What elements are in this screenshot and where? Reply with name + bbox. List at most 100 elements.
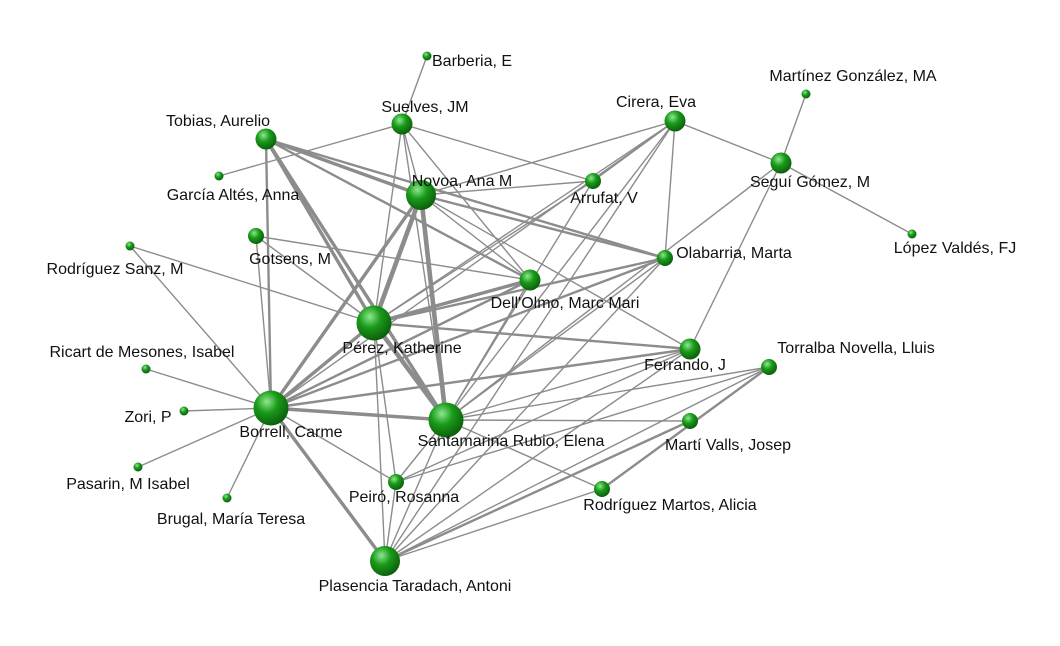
- edge-plasencia-rodmartos: [384, 488, 603, 562]
- node-label-tobias: Tobias, Aurelio: [166, 113, 270, 130]
- node-martinez: [801, 89, 811, 99]
- edge-pasarin-borrell: [137, 407, 272, 468]
- edge-olabarria-perez: [372, 256, 667, 325]
- edge-gotsens-borrell: [255, 235, 272, 409]
- node-label-ricart: Ricart de Mesones, Isabel: [50, 344, 235, 361]
- node-label-peiro: Peiró, Rosanna: [349, 489, 459, 506]
- node-santamarina: [428, 402, 464, 438]
- node-label-dellolmo: Dell'Olmo, Marc Mari: [491, 295, 640, 312]
- edge-plasencia-marti: [383, 419, 692, 563]
- edge-novoa-arrufat: [420, 180, 594, 196]
- node-label-perez: Pérez, Katherine: [342, 340, 461, 357]
- node-zori: [179, 406, 189, 416]
- node-label-barberia: Barberia, E: [432, 53, 512, 70]
- edge-dellolmo-perez: [372, 278, 532, 325]
- edge-tobias-borrell: [264, 137, 273, 410]
- edge-tobias-dellolmo: [264, 137, 532, 282]
- edge-rodsanz-perez: [129, 245, 375, 324]
- node-marti: [682, 413, 698, 429]
- node-label-torralba: Torralba Novella, Lluis: [777, 340, 934, 357]
- edge-dellolmo-borrell: [269, 278, 532, 410]
- node-rodmartos: [594, 481, 610, 497]
- node-dellolmo: [519, 269, 541, 291]
- node-barberia: [422, 51, 432, 61]
- node-segui: [770, 152, 792, 174]
- edge-perez-ferrando: [372, 321, 692, 351]
- edge-gotsens-perez: [255, 235, 375, 324]
- edge-segui-ferrando: [689, 162, 782, 350]
- edge-cirera-plasencia: [384, 120, 676, 562]
- node-label-plasencia: Plasencia Taradach, Antoni: [319, 578, 512, 595]
- edge-plasencia-torralba: [384, 366, 770, 562]
- edge-torralba-rodmartos: [600, 365, 771, 491]
- node-label-cirera: Cirera, Eva: [616, 94, 696, 111]
- edge-ferrando-peiro: [395, 348, 691, 483]
- edge-santamarina-marti: [445, 419, 691, 422]
- node-label-arrufat: Arrufat, V: [570, 190, 638, 207]
- node-gotsens: [248, 228, 264, 244]
- edge-santamarina-ferrando: [445, 348, 691, 421]
- edge-arrufat-perez: [373, 180, 594, 324]
- edge-santamarina-rodmartos: [445, 419, 603, 490]
- node-brugal: [222, 493, 232, 503]
- node-borrell: [253, 390, 289, 426]
- edge-torralba-peiro: [395, 366, 770, 483]
- edge-perez-santamarina: [371, 320, 449, 423]
- node-label-segui: Seguí Gómez, M: [750, 174, 870, 191]
- edges-layer: [129, 55, 913, 563]
- edge-segui-lopez: [780, 162, 913, 235]
- edge-borrell-ferrando: [269, 347, 692, 410]
- node-torralba: [761, 359, 777, 375]
- edge-perez-plasencia: [373, 322, 386, 562]
- edge-martinez-segui: [780, 93, 807, 164]
- node-ricart: [141, 364, 151, 374]
- edge-novoa-dellolmo: [420, 194, 531, 281]
- edge-cirera-borrell: [270, 120, 676, 409]
- edge-rodsanz-borrell: [129, 245, 272, 409]
- edge-suelves-dellolmo: [401, 123, 531, 281]
- node-label-olabarria: Olabarria, Marta: [676, 245, 792, 262]
- edge-suelves-garcia: [218, 123, 403, 177]
- node-label-rodsanz: Rodríguez Sanz, M: [47, 261, 184, 278]
- edge-cirera-santamarina: [445, 120, 676, 421]
- node-garcia: [214, 171, 224, 181]
- edge-gotsens-dellolmo: [255, 235, 531, 281]
- edge-borrell-peiro: [270, 407, 397, 483]
- edge-plasencia-ferrando: [384, 348, 691, 562]
- node-label-lopez: López Valdés, FJ: [894, 240, 1016, 257]
- node-arrufat: [585, 173, 601, 189]
- edge-tobias-novoa: [264, 137, 423, 197]
- node-tobias: [255, 128, 277, 150]
- node-plasencia: [370, 546, 400, 576]
- edge-tobias-santamarina: [264, 137, 448, 422]
- edge-dellolmo-santamarina: [445, 279, 531, 421]
- node-olabarria: [657, 250, 673, 266]
- node-label-marti: Martí Valls, Josep: [665, 437, 791, 454]
- node-label-borrell: Borrell, Carme: [239, 424, 342, 441]
- node-pasarin: [133, 462, 143, 472]
- edge-santamarina-torralba: [445, 366, 770, 421]
- edge-novoa-ferrando: [420, 194, 691, 350]
- edge-cirera-segui: [674, 120, 782, 164]
- edge-barberia-suelves: [401, 55, 428, 125]
- node-perez: [356, 305, 392, 341]
- edge-olabarria-borrell: [269, 256, 667, 410]
- node-label-brugal: Brugal, María Teresa: [157, 511, 305, 528]
- node-label-martinez: Martínez González, MA: [769, 68, 937, 85]
- node-suelves: [391, 113, 413, 135]
- node-label-gotsens: Gotsens, M: [249, 251, 331, 268]
- node-label-garcia: García Altés, Anna: [167, 187, 300, 204]
- edge-cirera-novoa: [420, 120, 676, 196]
- edge-olabarria-plasencia: [384, 257, 666, 562]
- node-lopez: [907, 229, 917, 239]
- edge-santamarina-plasencia: [384, 419, 447, 562]
- edge-perez-peiro: [373, 322, 397, 483]
- edge-ricart-borrell: [145, 368, 272, 409]
- node-label-rodmartos: Rodríguez Martos, Alicia: [583, 497, 757, 514]
- node-cirera: [664, 110, 686, 132]
- edge-perez-borrell: [269, 321, 376, 410]
- node-novoa: [406, 180, 436, 210]
- node-ferrando: [679, 338, 701, 360]
- node-label-pasarin: Pasarin, M Isabel: [66, 476, 190, 493]
